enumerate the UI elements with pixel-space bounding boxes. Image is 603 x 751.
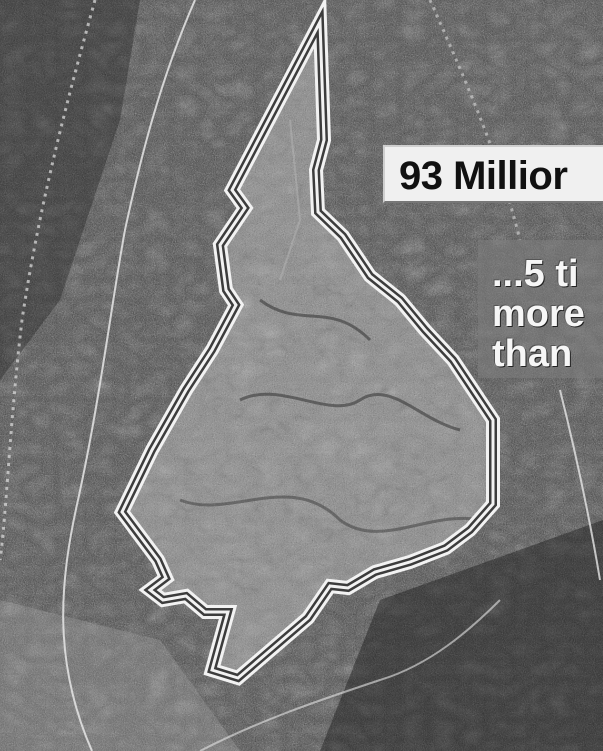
dotted-boundary-east: [428, 0, 522, 241]
outer-boundary-south: [199, 599, 501, 751]
outer-boundary-east: [559, 389, 601, 581]
comparison-line-2: more: [492, 293, 585, 335]
terrain-light-southwest: [0, 600, 240, 751]
comparison-callout: ...5 ti more than: [478, 240, 603, 378]
outer-boundary-west: [62, 0, 196, 751]
comparison-line-1: ...5 ti: [492, 253, 579, 295]
population-headline: 93 Millior: [383, 145, 603, 203]
comparison-line-3: than: [492, 333, 573, 375]
terrain-shadow-west: [0, 0, 140, 380]
